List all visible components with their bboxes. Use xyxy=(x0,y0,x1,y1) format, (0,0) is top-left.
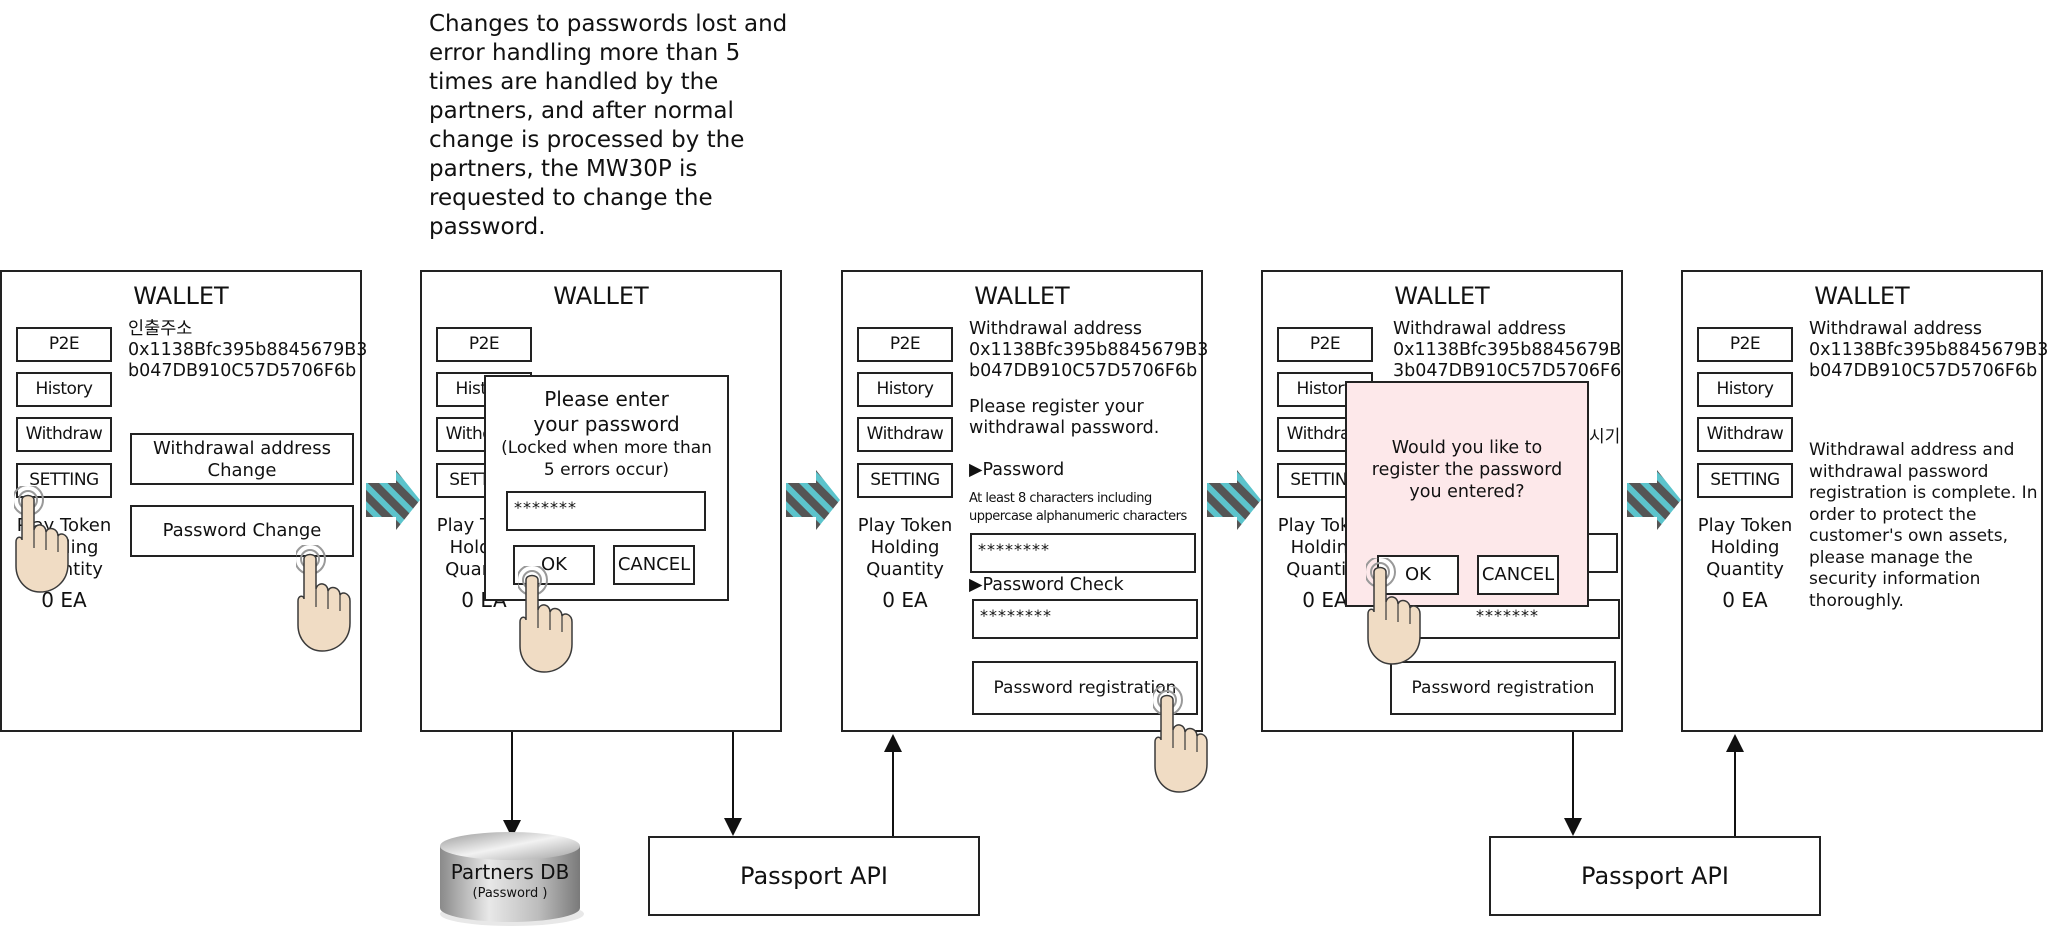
wallet-title: WALLET xyxy=(1814,282,1910,310)
holding-quantity: 0 EA xyxy=(1722,588,1768,612)
password-registration-button[interactable]: Password registration xyxy=(1390,661,1616,715)
address-value: 0x1138Bfc395b8845679B3 xyxy=(1809,340,2048,360)
password-change-button[interactable]: Password Change xyxy=(130,505,354,557)
wallet-title: WALLET xyxy=(133,282,229,310)
password-label: ▶Password xyxy=(969,460,1065,480)
confirm-message: Would you like to register the password … xyxy=(1347,437,1587,503)
partners-db: Partners DB (Password ) xyxy=(436,830,588,930)
nav-withdraw-button[interactable]: Withdraw xyxy=(857,417,953,452)
withdrawal-address: Withdrawal address 0x1138Bfc395b8845679B… xyxy=(969,319,1209,382)
flow-arrow-icon xyxy=(786,470,840,530)
partners-db-label: Partners DB xyxy=(450,860,570,884)
wallet-screen-3: WALLET P2E History Withdraw SETTING Play… xyxy=(841,270,1209,732)
arrowhead-up-icon xyxy=(884,734,902,752)
withdrawal-address: Withdrawal address 0x1138Bfc395b8845679B… xyxy=(1809,319,2048,382)
dialog-title-line: Please enter xyxy=(544,387,669,411)
nav-history-button[interactable]: History xyxy=(857,372,953,407)
dialog-lock-note: (Locked when more than 5 errors occur) xyxy=(486,437,727,481)
wallet-screen-2: WALLET P2E History Withdraw SETTING Play… xyxy=(420,270,782,732)
hint-line: uppercase alphanumeric characters xyxy=(969,509,1187,524)
flow-arrow-icon xyxy=(1207,470,1261,530)
address-label: Withdrawal address xyxy=(1809,319,1982,339)
address-value: 0x1138Bfc395b8845679B xyxy=(1393,340,1622,360)
holding-label: Holding xyxy=(1290,537,1360,558)
confirm-line: register the password xyxy=(1371,460,1563,480)
arrowhead-down-icon xyxy=(1564,818,1582,836)
dialog-title-line: your password xyxy=(533,412,680,436)
address-label: Withdrawal address xyxy=(969,319,1142,339)
register-instruction: Please register your withdrawal password… xyxy=(969,397,1159,439)
password-hint: At least 8 characters including uppercas… xyxy=(969,490,1187,526)
holding-label: Holding xyxy=(1710,537,1780,558)
arrowhead-down-icon xyxy=(724,818,742,836)
wallet-title: WALLET xyxy=(974,282,1070,310)
instruction-line: withdrawal password. xyxy=(969,418,1160,438)
nav-history-button[interactable]: History xyxy=(1697,372,1793,407)
nav-withdraw-button[interactable]: Withdraw xyxy=(1697,417,1793,452)
arrowhead-up-icon xyxy=(1726,734,1744,752)
holding-label: Holding xyxy=(870,537,940,558)
holding-label: Quantity xyxy=(866,559,944,580)
obscured-text: 시기 xyxy=(1589,427,1621,447)
password-check-input[interactable]: ******** xyxy=(972,599,1198,639)
password-entry-dialog: Please enter your password (Locked when … xyxy=(484,375,729,601)
holding-label: Quantity xyxy=(1706,559,1784,580)
wallet-screen-4: WALLET P2E History Withdraw SETTING Play… xyxy=(1261,270,1623,732)
register-confirm-dialog: Would you like to register the password … xyxy=(1345,381,1589,607)
holding-quantity: 0 EA xyxy=(1302,588,1348,612)
holding-label: Play Token xyxy=(1697,515,1793,536)
wallet-screen-5: WALLET P2E History Withdraw SETTING Play… xyxy=(1681,270,2048,732)
database-icon xyxy=(440,832,584,926)
token-holding: Play Token Holding Quantity 0 EA xyxy=(1689,515,1801,611)
wallet-title: WALLET xyxy=(1394,282,1490,310)
cancel-button[interactable]: CANCEL xyxy=(613,545,695,585)
nav-p2e-button[interactable]: P2E xyxy=(436,327,532,362)
holding-label: Play Token xyxy=(857,515,953,536)
nav-p2e-button[interactable]: P2E xyxy=(1277,327,1373,362)
withdrawal-address: 인출주소 0x1138Bfc395b8845679B3 b047DB910C57… xyxy=(128,319,368,382)
nav-history-button[interactable]: History xyxy=(16,372,112,407)
address-value: 0x1138Bfc395b8845679B3 xyxy=(969,340,1209,360)
address-value: b047DB910C57D5706F6b xyxy=(128,361,357,381)
password-check-label: ▶Password Check xyxy=(969,575,1124,595)
confirm-line: you entered? xyxy=(1409,482,1525,502)
process-note: Changes to passwords lost and error hand… xyxy=(429,11,788,240)
completion-message: Withdrawal address and withdrawal passwo… xyxy=(1809,440,2038,611)
wallet-title: WALLET xyxy=(553,282,649,310)
passport-api-box-1: Passport API xyxy=(648,836,980,916)
hint-line: At least 8 characters including xyxy=(969,491,1152,506)
token-holding: Play Token Holding Quantity 0 EA xyxy=(849,515,961,611)
nav-withdraw-button[interactable]: Withdraw xyxy=(16,417,112,452)
password-input[interactable]: ******* xyxy=(506,491,706,531)
instruction-line: Please register your xyxy=(969,397,1144,417)
flow-arrow-icon xyxy=(366,470,420,530)
arrowhead-down-icon xyxy=(503,820,521,838)
cancel-button[interactable]: CANCEL xyxy=(1477,555,1559,595)
confirm-line: Would you like to xyxy=(1391,438,1543,458)
nav-p2e-button[interactable]: P2E xyxy=(857,327,953,362)
address-value: 0x1138Bfc395b8845679B3 xyxy=(128,340,368,360)
password-input[interactable]: ******** xyxy=(970,533,1196,573)
dialog-note-line: (Locked when more than xyxy=(501,438,712,458)
flow-arrow-icon xyxy=(1627,470,1681,530)
address-value: b047DB910C57D5706F6b xyxy=(1809,361,2038,381)
withdrawal-address: Withdrawal address 0x1138Bfc395b8845679B… xyxy=(1393,319,1625,382)
nav-setting-button[interactable]: SETTING xyxy=(1697,463,1793,498)
passport-api-box-2: Passport API xyxy=(1489,836,1821,916)
nav-setting-button[interactable]: SETTING xyxy=(857,463,953,498)
address-value: 3b047DB910C57D5706F6 xyxy=(1393,361,1622,381)
address-label: 인출주소 xyxy=(128,319,193,339)
nav-p2e-button[interactable]: P2E xyxy=(16,327,112,362)
address-value: b047DB910C57D5706F6b xyxy=(969,361,1198,381)
partners-db-sublabel: (Password ) xyxy=(472,886,548,901)
holding-quantity: 0 EA xyxy=(41,588,87,612)
address-label: Withdrawal address xyxy=(1393,319,1566,339)
dialog-title: Please enter your password xyxy=(486,387,727,437)
holding-quantity: 0 EA xyxy=(882,588,928,612)
nav-p2e-button[interactable]: P2E xyxy=(1697,327,1793,362)
holding-label: Quantity xyxy=(1286,559,1364,580)
withdrawal-address-change-button[interactable]: Withdrawal address Change xyxy=(130,433,354,485)
dialog-note-line: 5 errors occur) xyxy=(543,460,670,480)
